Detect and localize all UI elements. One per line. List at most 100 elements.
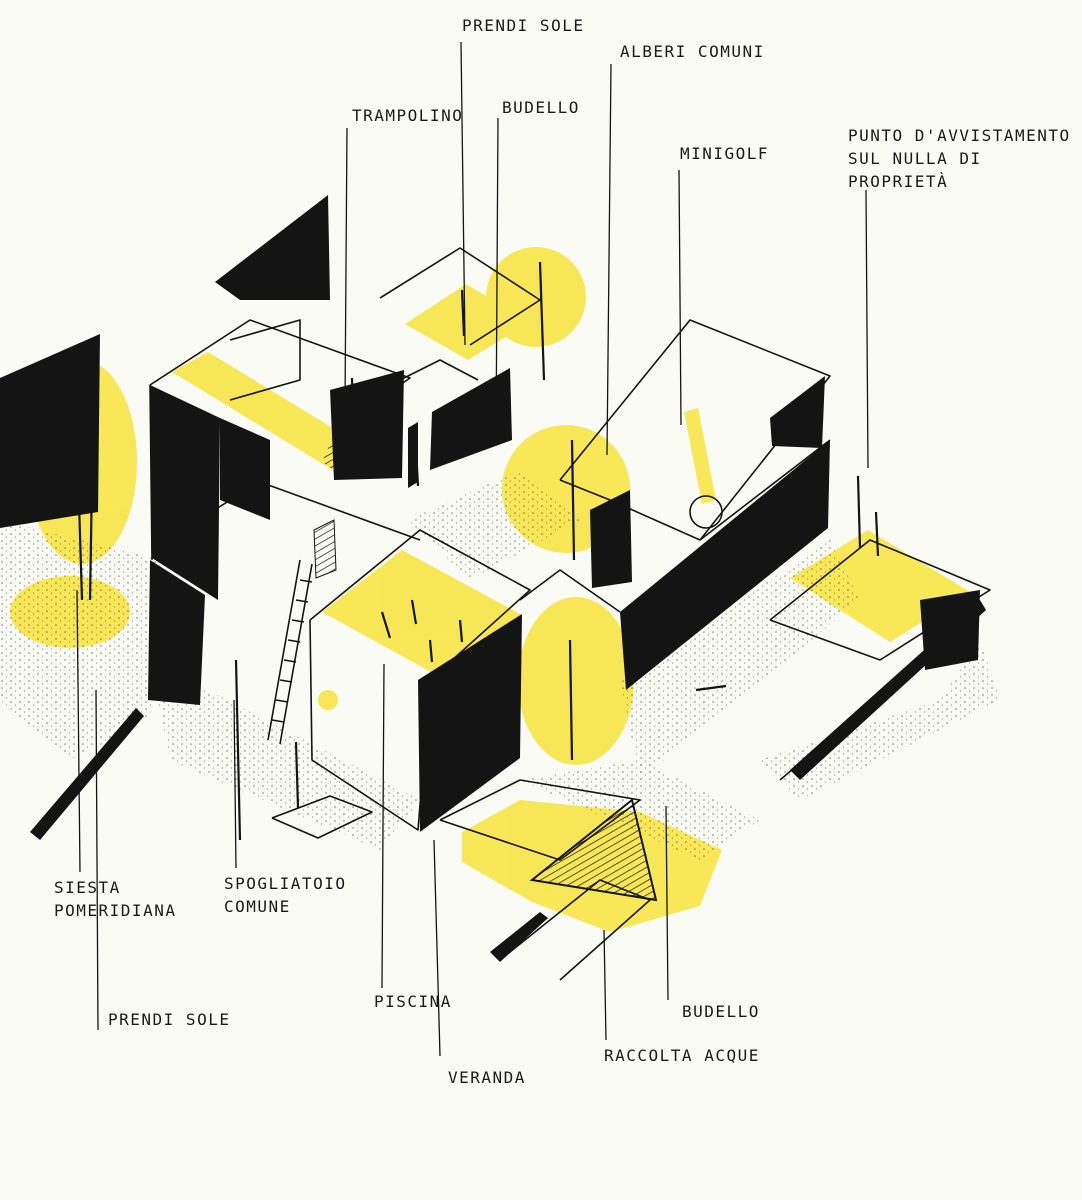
piscina-highlight	[322, 550, 522, 677]
label-siesta-line2: POMERIDIANA	[54, 901, 177, 920]
trampolino-board-highlight	[172, 352, 372, 472]
leader-veranda	[433, 839, 441, 1057]
slab-bottom-frame	[499, 879, 651, 981]
slab-right	[779, 609, 981, 781]
label-budello-bottom: BUDELLO	[682, 1002, 760, 1021]
pool-front-wall	[309, 619, 431, 831]
minigolf-club-highlight	[684, 408, 716, 504]
tree-trunk	[568, 639, 574, 761]
wall-right-long	[620, 440, 830, 690]
block-a-roof-left	[149, 384, 153, 561]
swimmer-figure	[458, 619, 464, 643]
wall-block-a-inner	[220, 418, 270, 520]
roof-center	[379, 247, 541, 346]
leader-budello-top	[495, 117, 499, 441]
ladder-rung	[275, 699, 289, 703]
wall-center-long	[418, 614, 522, 832]
prendi-sole-roof-highlight	[405, 284, 530, 360]
ladder-rung	[299, 579, 313, 583]
wall-bottom-left-slab	[30, 708, 144, 840]
label-veranda: VERANDA	[448, 1068, 526, 1087]
block-pool-top	[309, 529, 531, 681]
block-right-mid	[559, 439, 831, 541]
leader-spogliatoio	[233, 699, 237, 869]
door-right	[590, 490, 632, 588]
label-siesta-line1: SIESTA	[54, 878, 121, 897]
block-a-mid-floor	[151, 481, 421, 549]
black-walls	[0, 195, 986, 962]
gravel-center	[150, 660, 420, 850]
wall-far-left	[0, 334, 100, 528]
block-a-top	[149, 319, 411, 431]
leader-alberi-comuni	[606, 63, 612, 456]
railing-top	[229, 319, 301, 401]
person-figure	[414, 447, 420, 487]
leader-punto	[865, 189, 869, 469]
swimmer-figure	[410, 599, 418, 625]
ladder-rail-b	[279, 563, 313, 745]
ladder-rail-a	[267, 559, 301, 741]
door-center	[408, 422, 418, 488]
raccolta-acque-basin	[529, 798, 658, 902]
spogliatoio-base	[271, 795, 373, 839]
tree-trunk	[234, 659, 242, 841]
leader-minigolf	[678, 169, 682, 426]
ladder-rung	[283, 659, 297, 663]
ladder-rung	[295, 599, 309, 603]
roof-center-2	[399, 359, 479, 381]
label-prendi-sole-bottom: PRENDI SOLE	[108, 1010, 231, 1029]
label-punto-line3: PROPRIETÀ	[848, 172, 949, 191]
person-figure	[294, 741, 300, 809]
gravel-lower-right	[620, 540, 860, 780]
label-alberi-comuni: ALBERI COMUNI	[620, 42, 765, 61]
tree-trunk	[88, 479, 94, 601]
label-punto-line1: PUNTO D'AVVISTAMENTO	[848, 126, 1071, 145]
leader-lines	[76, 41, 869, 1057]
label-trampolino: TRAMPOLINO	[352, 106, 464, 125]
label-minigolf: MINIGOLF	[680, 144, 770, 163]
leader-prendi-sole-bottom	[95, 689, 99, 1031]
tree-canopy-lower-highlight	[518, 597, 634, 765]
label-spogliatoio-comune: SPOGLIATOIO COMUNE	[224, 872, 346, 918]
swimmer-figure	[380, 611, 392, 639]
tree-trunk	[76, 469, 84, 601]
leader-trampolino	[344, 127, 348, 406]
veranda-frame	[439, 779, 641, 861]
door-left-lower	[176, 610, 196, 690]
ladder-rung	[287, 639, 301, 643]
right-prendi-sole-frame	[769, 539, 991, 661]
wall-top-left	[215, 195, 330, 300]
person-figure	[350, 377, 356, 453]
wall-block-c	[430, 368, 512, 470]
gravel-middle	[408, 470, 580, 580]
wall-block-a	[150, 385, 220, 600]
leader-budello-bottom	[665, 805, 669, 1001]
ladder-rung	[279, 679, 293, 683]
person-figure	[460, 289, 466, 337]
tree-trunk	[570, 439, 576, 561]
leader-piscina	[381, 663, 385, 989]
label-siesta-pomeridiana: SIESTA POMERIDIANA	[54, 876, 176, 922]
label-punto-line2: SUL NULLA DI	[848, 149, 982, 168]
wall-right-top	[770, 376, 825, 448]
block-right-top	[559, 319, 831, 541]
gravel-left	[0, 520, 160, 760]
label-punto-avvistamento: PUNTO D'AVVISTAMENTO SUL NULLA DI PROPRI…	[848, 124, 1071, 193]
tree-trunk	[538, 261, 546, 381]
leader-siesta	[76, 589, 81, 873]
label-spogliatoio-line1: SPOGLIATOIO	[224, 874, 347, 893]
trees-and-figures	[76, 261, 880, 841]
leader-prendi-sole-top	[460, 41, 466, 346]
ladder-rung	[271, 719, 285, 723]
ladder-rung	[291, 619, 305, 623]
minigolf-hole	[689, 495, 723, 529]
swimmer-figure	[428, 639, 434, 663]
wall-bottom-slab	[490, 912, 548, 962]
trampolino-hatch	[322, 430, 370, 472]
label-budello-top: BUDELLO	[502, 98, 580, 117]
label-spogliatoio-line2: COMUNE	[224, 897, 291, 916]
structure-lines	[149, 247, 991, 981]
hatch-areas	[313, 430, 658, 902]
